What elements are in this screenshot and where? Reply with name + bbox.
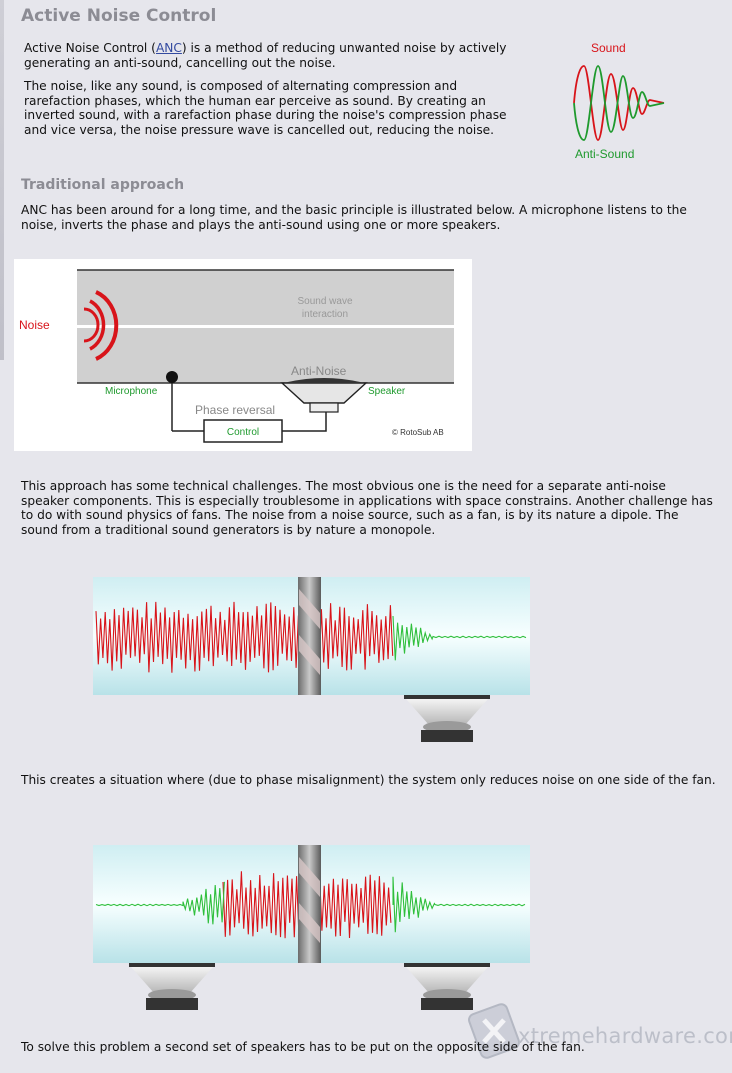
page-left-edge <box>0 0 4 360</box>
watermark-text: xtremehardware.com <box>518 1024 732 1048</box>
duct-lower <box>77 328 454 383</box>
speaker-label: Speaker <box>368 386 406 397</box>
intro-text-before: Active Noise Control ( <box>24 41 156 55</box>
control-box <box>203 419 283 443</box>
solution-paragraph: To solve this problem a second set of sp… <box>21 1040 585 1054</box>
xtremehardware-logo-icon <box>468 1003 520 1059</box>
fan-icon <box>298 845 321 963</box>
sound-label: Sound <box>591 41 626 55</box>
reduced-wave-green <box>392 615 527 661</box>
single-speaker-figure <box>93 577 530 742</box>
sound-wave-interaction-label-1: Sound wave <box>297 296 352 307</box>
noise-label: Noise <box>19 318 50 332</box>
section-paragraph: ANC has been around for a long time, and… <box>21 203 687 232</box>
anti-sound-label: Anti-Sound <box>575 147 634 161</box>
sound-wave-interaction-label-2: interaction <box>302 309 348 320</box>
speaker-right-icon <box>404 963 490 1010</box>
intro-paragraph-2: The noise, like any sound, is composed o… <box>24 79 507 137</box>
traditional-anc-diagram: Noise Sound wave interaction Anti-Noise … <box>14 259 472 451</box>
noise-waves-icon <box>83 290 119 361</box>
microphone-icon <box>166 371 178 431</box>
speaker-left-icon <box>129 963 215 1010</box>
intro-text-after: ) is a method of reducing unwanted noise… <box>24 41 507 70</box>
section-title: Traditional approach <box>21 177 185 193</box>
sound-wave-line <box>573 65 665 141</box>
phase-reversal-label: Phase reversal <box>195 403 275 417</box>
control-label: Control <box>227 427 259 438</box>
dual-speaker-figure <box>93 845 530 1010</box>
intro-paragraph: Active Noise Control (ANC) is a method o… <box>24 41 524 70</box>
microphone-label: Microphone <box>105 386 158 397</box>
page-title: Active Noise Control <box>21 6 217 26</box>
xtremehardware-watermark: xtremehardware.com <box>466 1000 732 1062</box>
copyright-label: © RotoSub AB <box>392 428 444 437</box>
signal-wires <box>172 412 327 432</box>
fan-icon <box>298 577 321 695</box>
sound-antisound-figure: Sound Anti-Sound <box>573 41 665 161</box>
anti-sound-wave-line <box>573 65 665 141</box>
reduced-wave-green <box>95 876 526 933</box>
noise-wave-red <box>95 601 394 673</box>
duct-upper <box>77 270 454 325</box>
speaker-icon <box>280 378 368 413</box>
anti-noise-label: Anti-Noise <box>291 364 347 378</box>
anc-link[interactable]: ANC <box>155 41 182 55</box>
misalignment-paragraph: This creates a situation where (due to p… <box>21 773 716 787</box>
speaker-right-icon <box>404 695 490 742</box>
challenges-paragraph: This approach has some technical challen… <box>21 479 713 537</box>
